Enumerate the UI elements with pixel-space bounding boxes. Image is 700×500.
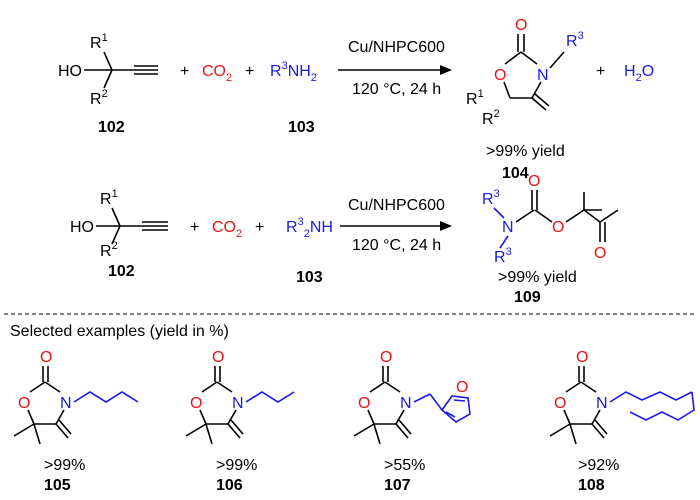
r3-label: R3 xyxy=(566,30,584,50)
ring-nitrogen: N xyxy=(596,395,608,412)
compound-107-number: 107 xyxy=(384,477,411,494)
furan-ring xyxy=(440,395,471,423)
plus-sign: + xyxy=(255,219,264,236)
propargyl-alcohol-102-bottom: HO R1 R2 102 xyxy=(70,188,168,280)
carbamate-109: R3 N R3 O O O >99% yield 109 xyxy=(482,173,619,306)
example-yield: >92% xyxy=(578,457,619,474)
examples-heading: Selected examples (yield in %) xyxy=(10,323,229,340)
plus-sign: + xyxy=(596,63,605,80)
r2-label: R2 xyxy=(90,88,108,108)
r1-label: R1 xyxy=(466,88,484,108)
propargyl-alcohol-102-top: HO R1 R2 102 xyxy=(58,32,158,136)
ketone-oxygen: O xyxy=(594,245,606,262)
ring-nitrogen: N xyxy=(400,395,412,412)
carbamate-nitrogen: N xyxy=(502,219,514,236)
yield-label: >99% yield xyxy=(498,269,577,286)
example-107: O O N O >55% 107 xyxy=(353,349,471,494)
plus-sign: + xyxy=(190,219,199,236)
r3-label: R3 xyxy=(494,246,512,266)
plus-sign: + xyxy=(245,63,254,80)
carbonyl-oxygen: O xyxy=(40,349,52,366)
carbonyl-oxygen: O xyxy=(528,173,540,190)
example-106: O O N >99% 106 xyxy=(185,349,295,494)
co2-label: CO2 xyxy=(202,63,232,84)
compound-105-number: 105 xyxy=(44,477,71,494)
co2-label: CO2 xyxy=(212,219,242,240)
reaction-1: HO R1 R2 102 + CO2 + R3NH2 103 Cu/NHPC60… xyxy=(58,17,654,182)
conditions-label: 120 °C, 24 h xyxy=(352,237,441,254)
oxazolidinone-104: O O N R3 R1 R2 >99% yield 104 xyxy=(466,17,584,182)
compound-106-number: 106 xyxy=(216,477,243,494)
compound-103-number: 103 xyxy=(288,119,315,136)
ester-oxygen: O xyxy=(552,219,564,236)
catalyst-label: Cu/NHPC600 xyxy=(348,197,445,214)
r1-label: R1 xyxy=(100,188,118,208)
ring-oxygen: O xyxy=(554,395,566,412)
ring-oxygen: O xyxy=(358,395,370,412)
compound-109-number: 109 xyxy=(514,289,541,306)
carbonyl-oxygen: O xyxy=(380,349,392,366)
ring-oxygen: O xyxy=(190,395,202,412)
conditions-label: 120 °C, 24 h xyxy=(352,81,441,98)
compound-102-number: 102 xyxy=(108,263,135,280)
carbonyl-oxygen: O xyxy=(576,349,588,366)
ring-nitrogen: N xyxy=(537,67,549,84)
ring-nitrogen: N xyxy=(232,395,244,412)
r2-label: R2 xyxy=(482,108,500,128)
r3-label: R3 xyxy=(482,188,500,208)
compound-103-number: 103 xyxy=(296,269,323,286)
r2-label: R2 xyxy=(100,240,118,260)
ring-oxygen: O xyxy=(494,67,506,84)
amine-label: R32NH xyxy=(286,216,333,240)
ho-label: HO xyxy=(58,63,82,80)
r1-label: R1 xyxy=(90,32,108,52)
carbonyl-oxygen: O xyxy=(515,17,527,34)
example-yield: >99% xyxy=(44,457,85,474)
compound-102-number: 102 xyxy=(98,119,125,136)
example-105: O O N >99% 105 xyxy=(13,349,139,494)
reaction-2: HO R1 R2 102 + CO2 + R32NH 103 Cu/NHPC60… xyxy=(70,173,619,306)
carbonyl-oxygen: O xyxy=(212,349,224,366)
plus-sign: + xyxy=(180,63,189,80)
ring-nitrogen: N xyxy=(60,395,72,412)
water-label: H2O xyxy=(624,63,654,84)
example-108: O O N >92% 108 xyxy=(549,349,695,494)
compound-108-number: 108 xyxy=(578,477,605,494)
example-yield: >55% xyxy=(384,457,425,474)
ring-oxygen: O xyxy=(18,395,30,412)
furan-oxygen: O xyxy=(456,379,468,396)
compound-104-number: 104 xyxy=(502,165,529,182)
catalyst-label: Cu/NHPC600 xyxy=(348,39,445,56)
amine-label: R3NH2 xyxy=(270,60,317,84)
example-yield: >99% xyxy=(216,457,257,474)
yield-label: >99% yield xyxy=(486,143,565,160)
ho-label: HO xyxy=(70,219,94,236)
